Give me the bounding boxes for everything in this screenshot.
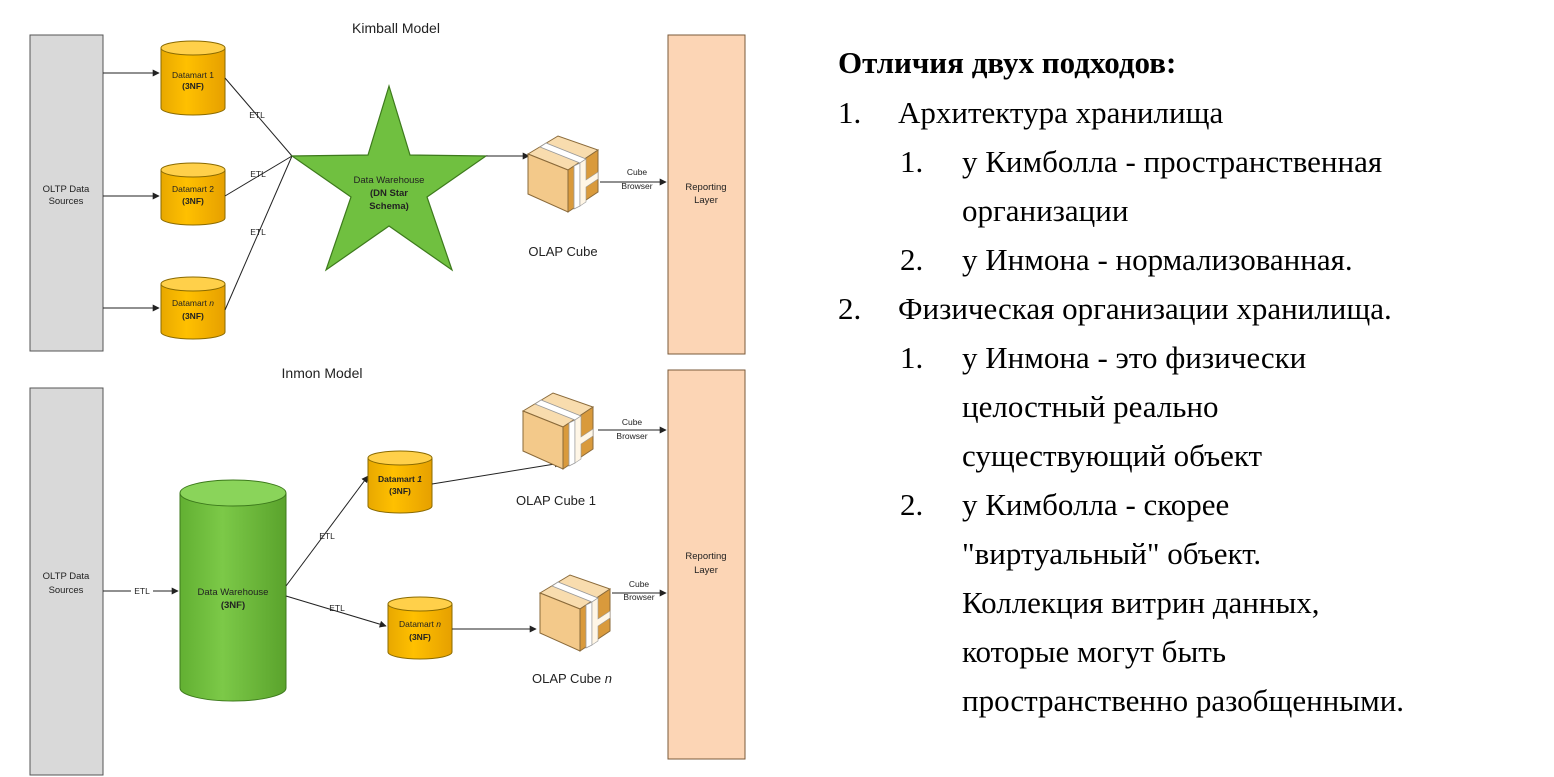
inmon-arrow-warehouse-dm1 [285, 475, 369, 587]
inmon-warehouse: Data Warehouse (3NF) [179, 479, 287, 702]
inmon-arrow-warehouse-dmn [285, 595, 387, 628]
kimball-etl-line-2 [224, 155, 293, 197]
architecture-diagram: Kimball Model OLTP Data Sources Datamart… [29, 20, 746, 776]
kimball-warehouse-label-2: (DN Star [370, 188, 408, 199]
inmon-reporting-label-2: Layer [694, 565, 718, 576]
inmon-cube-browser-1a: Cube [622, 417, 643, 427]
list-text: Архитектура хранилища [898, 95, 1224, 130]
inmon-olap-cube-n-label: OLAP Cube n [532, 671, 612, 686]
kimball-datamart-n: Datamart n (3NF) [160, 276, 226, 340]
kimball-cube-browser-2: Browser [621, 181, 652, 191]
inmon-olap-cube-1-icon [522, 392, 594, 470]
kimball-cube-browser-1: Cube [627, 167, 648, 177]
kimball-etl-label-2: ETL [250, 169, 266, 179]
kimball-reporting-label-2: Layer [694, 195, 718, 206]
differences-text-panel: Отличия двух подходов: 1. Архитектура хр… [838, 44, 1548, 725]
list-text: Физическая организации хранилища. [898, 291, 1392, 326]
inmon-etl-label-dm1: ETL [319, 531, 335, 541]
inmon-etl-label-oltp: ETL [134, 586, 150, 596]
inmon-etl-label-dmn: ETL [329, 603, 345, 613]
sub-list-number: 2. [900, 242, 924, 277]
sub-list-text: у Кимболла - пространственная организаци… [962, 137, 1548, 235]
inmon-olap-cube-1-label: OLAP Cube 1 [516, 493, 596, 508]
kimball-datamart-2: Datamart 2 (3NF) [160, 162, 226, 226]
list-item: 1. Архитектура хранилища [838, 88, 1548, 137]
inmon-warehouse-label-1: Data Warehouse [198, 587, 269, 598]
sub-list-line: организации [962, 193, 1129, 228]
inmon-cube-browser-nb: Browser [623, 592, 654, 602]
list-number: 1. [838, 95, 862, 130]
kimball-datamart-n-label: Datamart n [172, 298, 214, 308]
sub-list-item: 2. у Инмона - нормализованная. [838, 235, 1548, 284]
inmon-olap-cube-n-icon [539, 574, 611, 652]
sub-list-number: 1. [900, 340, 924, 375]
kimball-olap-cube-label: OLAP Cube [528, 244, 597, 259]
inmon-etl-label-bg [131, 585, 153, 596]
kimball-etl-line-1 [224, 77, 293, 157]
kimball-datamart-1-sub: (3NF) [182, 81, 204, 91]
inmon-title: Inmon Model [282, 365, 363, 381]
differences-heading: Отличия двух подходов: [838, 45, 1177, 80]
kimball-warehouse-label-3: Schema) [369, 201, 409, 212]
kimball-olap-cube-icon [527, 135, 599, 213]
kimball-etl-label-1: ETL [249, 110, 265, 120]
kimball-title: Kimball Model [352, 20, 440, 36]
inmon-warehouse-label-2: (3NF) [221, 600, 245, 611]
kimball-reporting-label-1: Reporting [685, 182, 726, 193]
inmon-reporting-label-1: Reporting [685, 551, 726, 562]
sub-list-item: 1. у Кимболла - пространственная организ… [838, 137, 1548, 235]
inmon-cube-browser-na: Cube [629, 579, 650, 589]
inmon-datamart-1: Datamart 1 (3NF) [367, 450, 433, 514]
kimball-oltp-box [29, 34, 104, 352]
kimball-warehouse-label-1: Data Warehouse [354, 175, 425, 186]
inmon-datamart-n-label: Datamart n [399, 619, 441, 629]
kimball-datamart-2-label: Datamart 2 [172, 184, 214, 194]
kimball-etl-line-n [224, 155, 293, 311]
kimball-datamart-1-label: Datamart 1 [172, 70, 214, 80]
kimball-oltp-label-2: Sources [49, 196, 84, 207]
sub-list-item: 2. у Кимболла - скорее "виртуальный" объ… [838, 480, 1548, 725]
inmon-datamart-1-label: Datamart 1 [378, 474, 422, 484]
kimball-datamart-1: Datamart 1 (3NF) [160, 40, 226, 116]
list-item: 2. Физическая организации хранилища. [838, 284, 1548, 333]
sub-list-text: у Инмона - нормализованная. [962, 242, 1353, 277]
kimball-etl-label-n: ETL [250, 227, 266, 237]
sub-list-line: которые могут быть [962, 634, 1226, 669]
inmon-oltp-label-1: OLTP Data [43, 571, 90, 582]
sub-list-line: у Инмона - это физически [962, 340, 1307, 375]
kimball-warehouse-star [290, 83, 488, 272]
sub-list-number: 2. [900, 487, 924, 522]
inmon-reporting-layer [667, 369, 746, 760]
inmon-arrow-dm1-cube1 [431, 460, 562, 485]
sub-list-line: Коллекция витрин данных, [962, 585, 1320, 620]
inmon-datamart-1-sub: (3NF) [389, 486, 411, 496]
sub-list-item: 1. у Инмона - это физически целостный ре… [838, 333, 1548, 480]
kimball-oltp-label-1: OLTP Data [43, 184, 90, 195]
sub-list-line: пространственно разобщенными. [962, 683, 1405, 718]
inmon-oltp-label-2: Sources [49, 585, 84, 596]
inmon-datamart-n-sub: (3NF) [409, 632, 431, 642]
sub-list-line: целостный реально [962, 389, 1219, 424]
sub-list-line: "виртуальный" объект. [962, 536, 1262, 571]
sub-list-text: у Кимболла - скорее "виртуальный" объект… [962, 480, 1548, 725]
sub-list-number: 1. [900, 144, 924, 179]
sub-list-line: существующий объект [962, 438, 1263, 473]
sub-list-line: у Кимболла - пространственная [962, 144, 1383, 179]
inmon-cube-browser-1b: Browser [616, 431, 647, 441]
inmon-datamart-n: Datamart n (3NF) [387, 596, 453, 660]
inmon-oltp-box [29, 387, 104, 776]
kimball-datamart-2-sub: (3NF) [182, 196, 204, 206]
sub-list-line: у Кимболла - скорее [962, 487, 1230, 522]
kimball-reporting-layer [667, 34, 746, 355]
sub-list-text: у Инмона - это физически целостный реаль… [962, 333, 1548, 480]
kimball-datamart-n-sub: (3NF) [182, 311, 204, 321]
list-number: 2. [838, 291, 862, 326]
